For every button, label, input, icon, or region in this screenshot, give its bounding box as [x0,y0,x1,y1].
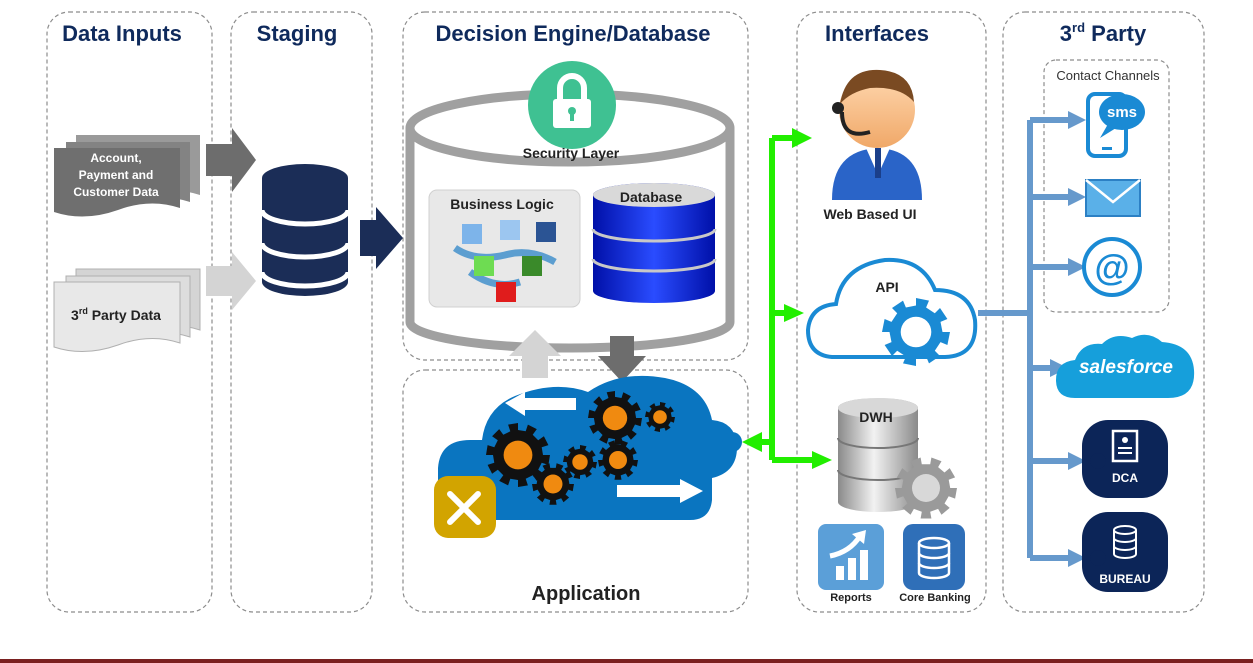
gear-shape [645,402,675,432]
core-banking-icon [903,524,965,590]
header-third-party-rest: Party [1085,21,1147,46]
tpd-num: 3 [71,307,79,323]
header-data-inputs: Data Inputs [62,21,182,46]
reports-icon [818,524,884,590]
agent-icon [832,69,922,200]
gear-shape [486,423,550,487]
at-sign-glyph: @ [1094,247,1129,288]
arrow-app-to-engine [509,330,561,378]
third-party-data-label: 3rd Party Data [71,306,161,323]
account-data-line2: Payment and [79,168,154,182]
security-layer-label: Security Layer [523,145,620,161]
engine-database-icon [591,183,717,303]
business-logic-label: Business Logic [450,196,554,212]
salesforce-label: salesforce [1079,357,1173,378]
application-label: Application [532,583,641,605]
sms-label: sms [1107,104,1137,121]
header-staging: Staging [257,21,338,46]
reports-label: Reports [830,592,872,604]
tpd-rest: Party Data [88,307,161,323]
web-ui-label: Web Based UI [823,206,916,222]
at-sign-icon: @ [1082,237,1142,297]
gear-shape [588,391,642,445]
account-data-line3: Customer Data [73,185,159,199]
bureau-label: BUREAU [1099,572,1150,586]
dca-label: DCA [1112,471,1138,485]
account-data-stack: Account, Payment and Customer Data [54,135,200,217]
api-gear-icon [882,298,950,366]
header-interfaces: Interfaces [825,21,929,46]
blue-connector [978,111,1086,567]
arrow-thirdparty-to-staging [206,252,256,310]
gear-shape [895,457,957,519]
database-icon [259,164,351,296]
panel-staging [230,11,373,613]
arrow-account-to-staging [206,128,256,192]
business-logic-box [428,189,581,308]
dwh-gear-icon [895,457,957,519]
lock-icon [528,61,616,149]
gear-shape [532,463,574,505]
mobile-sms-icon: sms [1086,92,1145,158]
contact-channels-label: Contact Channels [1056,68,1160,83]
gear-shape [563,445,597,479]
header-third-party-num: 3 [1060,21,1072,46]
arrow-staging-to-engine [360,207,403,269]
bureau-icon: BUREAU [1082,512,1168,592]
database-label: Database [620,189,682,205]
third-party-data-stack: 3rd Party Data [53,268,201,353]
dca-icon: DCA [1082,420,1168,498]
salesforce-icon: salesforce [1056,334,1195,398]
account-data-line1: Account, [90,151,141,165]
header-decision-engine: Decision Engine/Database [435,21,710,46]
arrow-engine-to-app [598,336,646,382]
cube-network-icon [452,220,557,302]
document-icon [1111,429,1139,463]
gear-shape [598,440,638,480]
core-banking-label: Core Banking [899,592,971,604]
bottom-accent-bar [0,659,1253,663]
tools-icon [434,476,496,538]
header-third-party: 3rd Party [1060,20,1147,46]
api-label: API [875,279,898,295]
dwh-label: DWH [859,409,892,425]
gear-icon [486,391,675,505]
server-icon [837,398,919,512]
envelope-icon [1085,179,1141,217]
gear-shape [882,298,950,366]
header-third-party-sup: rd [1072,20,1085,35]
green-connector [742,128,832,469]
tpd-sup: rd [79,306,88,316]
